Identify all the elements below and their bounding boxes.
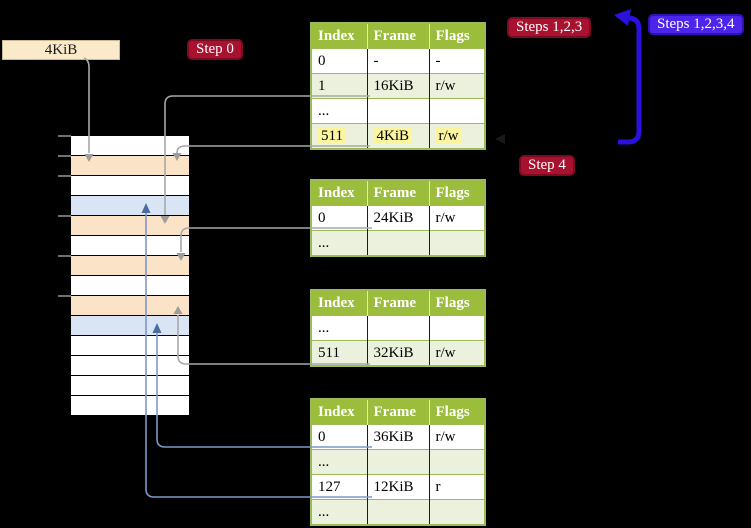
physical-memory-column (71, 135, 189, 416)
table-cell: ... (311, 98, 367, 124)
memory-row-peach (71, 156, 189, 176)
table-cell: 0 (311, 48, 367, 74)
memory-row-peach (71, 296, 189, 316)
address-tick (58, 155, 71, 157)
table-cell: r/w (428, 123, 485, 149)
recursive-loop-arrow (618, 15, 642, 145)
highlighted-value: r/w (435, 127, 462, 144)
memory-row-white (71, 176, 189, 196)
table-cell: ... (311, 230, 367, 256)
table-cell: 36KiB (366, 424, 429, 450)
address-tick (58, 175, 71, 177)
table-cell (366, 315, 429, 341)
column-header-frame: Frame (366, 290, 429, 316)
column-header-frame: Frame (366, 180, 429, 206)
table-row: ... (311, 449, 485, 475)
table-row: ... (311, 315, 485, 341)
table-cell: 16KiB (366, 73, 429, 99)
step0-badge: Step 0 (187, 39, 243, 60)
table-cell (428, 98, 485, 124)
table-cell: 12KiB (366, 474, 429, 500)
table-cell: 0 (311, 205, 367, 231)
table-cell: 127 (311, 474, 367, 500)
arrowhead-left-dark-icon (495, 134, 505, 144)
memory-row-white (71, 336, 189, 356)
table-cell: - (428, 48, 485, 74)
column-header-flags: Flags (428, 399, 485, 425)
table-row: 511 4KiB r/w (311, 123, 485, 149)
address-tick (58, 295, 71, 297)
table-cell (428, 315, 485, 341)
highlighted-value: 511 (318, 127, 346, 144)
table-cell: 511 (311, 123, 367, 149)
memory-row-white (71, 236, 189, 256)
table-cell: r/w (428, 340, 485, 366)
table-cell: - (366, 48, 429, 74)
memory-row-blue (71, 316, 189, 336)
memory-row-white (71, 276, 189, 296)
frame-address-box: 4KiB (2, 40, 120, 60)
steps123-badge: Steps 1,2,3 (507, 17, 592, 38)
column-header-index: Index (311, 399, 367, 425)
table-cell: 4KiB (366, 123, 429, 149)
column-header-frame: Frame (366, 23, 429, 49)
address-tick (58, 255, 71, 257)
arrowhead-left-icon (614, 9, 631, 26)
step4-badge: Step 4 (519, 155, 575, 176)
table-row: ... (311, 98, 485, 124)
table-cell (366, 449, 429, 475)
memory-row-white (71, 356, 189, 376)
memory-row-peach (71, 256, 189, 276)
memory-row-white (71, 396, 189, 416)
column-header-flags: Flags (428, 23, 485, 49)
table-cell: 511 (311, 340, 367, 366)
table-cell: 1 (311, 73, 367, 99)
column-header-index: Index (311, 180, 367, 206)
table-row: ... (311, 230, 485, 256)
table-cell: 32KiB (366, 340, 429, 366)
table-cell: r/w (428, 73, 485, 99)
table-cell (428, 499, 485, 525)
table-cell: r (428, 474, 485, 500)
table-cell (366, 230, 429, 256)
table-cell (366, 98, 429, 124)
column-header-flags: Flags (428, 290, 485, 316)
table-cell: ... (311, 499, 367, 525)
table-row: 0-- (311, 48, 485, 74)
table-cell: ... (311, 315, 367, 341)
memory-row-white (71, 136, 189, 156)
address-tick (58, 135, 71, 137)
column-header-flags: Flags (428, 180, 485, 206)
table-cell (428, 230, 485, 256)
table-cell (366, 499, 429, 525)
steps1234-badge: Steps 1,2,3,4 (648, 14, 744, 35)
table-cell: r/w (428, 205, 485, 231)
memory-row-white (71, 376, 189, 396)
memory-row-blue (71, 196, 189, 216)
column-header-index: Index (311, 290, 367, 316)
highlighted-value: 4KiB (373, 127, 413, 144)
table-cell: r/w (428, 424, 485, 450)
column-header-index: Index (311, 23, 367, 49)
table-cell: ... (311, 449, 367, 475)
address-tick (58, 215, 71, 217)
table-cell (428, 449, 485, 475)
memory-row-peach (71, 216, 189, 236)
table-row: ... (311, 499, 485, 525)
column-header-frame: Frame (366, 399, 429, 425)
table-cell: 24KiB (366, 205, 429, 231)
table-cell: 0 (311, 424, 367, 450)
